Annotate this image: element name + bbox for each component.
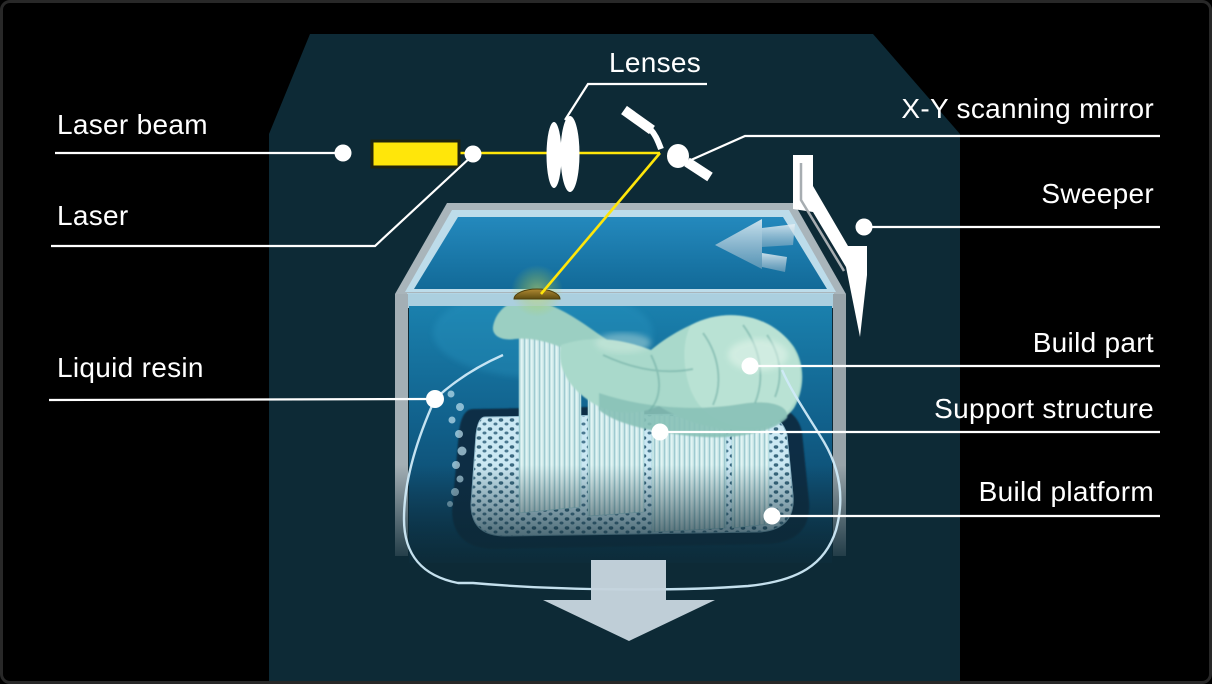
sweeper-blade	[793, 155, 867, 337]
tank-bottom-fade	[391, 465, 850, 573]
leader-lines	[48, 82, 1160, 518]
label-sweeper: Sweeper	[1041, 178, 1154, 209]
leader-xy-mirror	[690, 134, 1160, 162]
leader-dots	[334, 144, 873, 525]
xy-scanning-mirror-icon	[621, 105, 713, 182]
sweep-direction-arrow	[715, 219, 795, 272]
tank-waterline	[407, 293, 834, 308]
lenses-icon	[546, 116, 580, 192]
leader-lenses	[564, 82, 707, 121]
cured-resin-spot	[513, 288, 561, 300]
label-lenses: Lenses	[609, 47, 702, 78]
diagram-artwork	[48, 34, 1160, 681]
label-liquid-resin: Liquid resin	[57, 352, 204, 383]
platform-down-arrow	[543, 560, 715, 641]
build-part	[492, 306, 803, 438]
label-build-platform: Build platform	[978, 476, 1154, 507]
leader-laser	[51, 154, 474, 248]
label-laser-beam: Laser beam	[57, 109, 208, 140]
tank-top-surface	[414, 217, 827, 289]
laser-device	[370, 139, 461, 169]
label-build-part: Build part	[1032, 327, 1154, 358]
label-support-structure: Support structure	[934, 393, 1154, 424]
label-xy-scanning-mirror: X-Y scanning mirror	[901, 93, 1154, 124]
leader-liquid-resin	[48, 397, 436, 402]
label-laser: Laser	[57, 200, 129, 231]
resin-tank	[391, 203, 850, 573]
